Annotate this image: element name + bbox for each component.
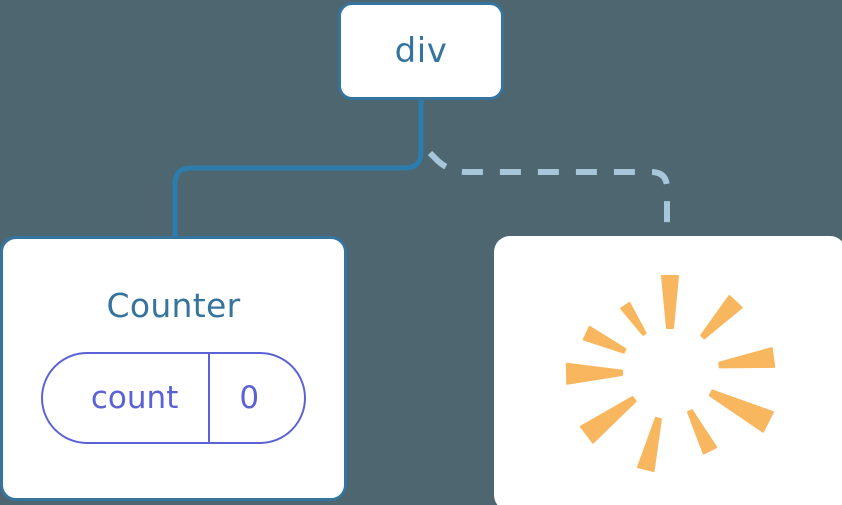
node-counter-title: Counter bbox=[106, 286, 241, 325]
state-key-label: count bbox=[90, 379, 179, 416]
sparkle-ray-10 bbox=[700, 295, 743, 340]
sparkle-ray-3 bbox=[582, 325, 627, 354]
sparkle-ray-1 bbox=[661, 275, 679, 329]
state-pill-divider bbox=[208, 354, 211, 442]
edge-div-to-counter bbox=[172, 97, 424, 241]
sparkle-ray-9 bbox=[718, 347, 776, 369]
node-counter[interactable]: Counter count 0 bbox=[0, 236, 347, 501]
sparkle-ray-5 bbox=[579, 396, 637, 444]
state-value-label: 0 bbox=[239, 379, 260, 416]
sparkle-ray-6 bbox=[637, 416, 662, 472]
node-div-label: div bbox=[394, 31, 448, 71]
sparkle-burst-icon bbox=[565, 275, 776, 472]
sparkle-ray-8 bbox=[708, 389, 774, 433]
sparkle-ray-4 bbox=[565, 362, 623, 385]
sparkle-ray-7 bbox=[687, 409, 718, 455]
node-sparkle[interactable] bbox=[494, 236, 842, 505]
sparkle-ray-2 bbox=[620, 301, 647, 336]
node-div[interactable]: div bbox=[338, 2, 504, 100]
edge-div-to-sparkle bbox=[427, 150, 670, 238]
state-badge-count[interactable]: count 0 bbox=[40, 352, 307, 444]
